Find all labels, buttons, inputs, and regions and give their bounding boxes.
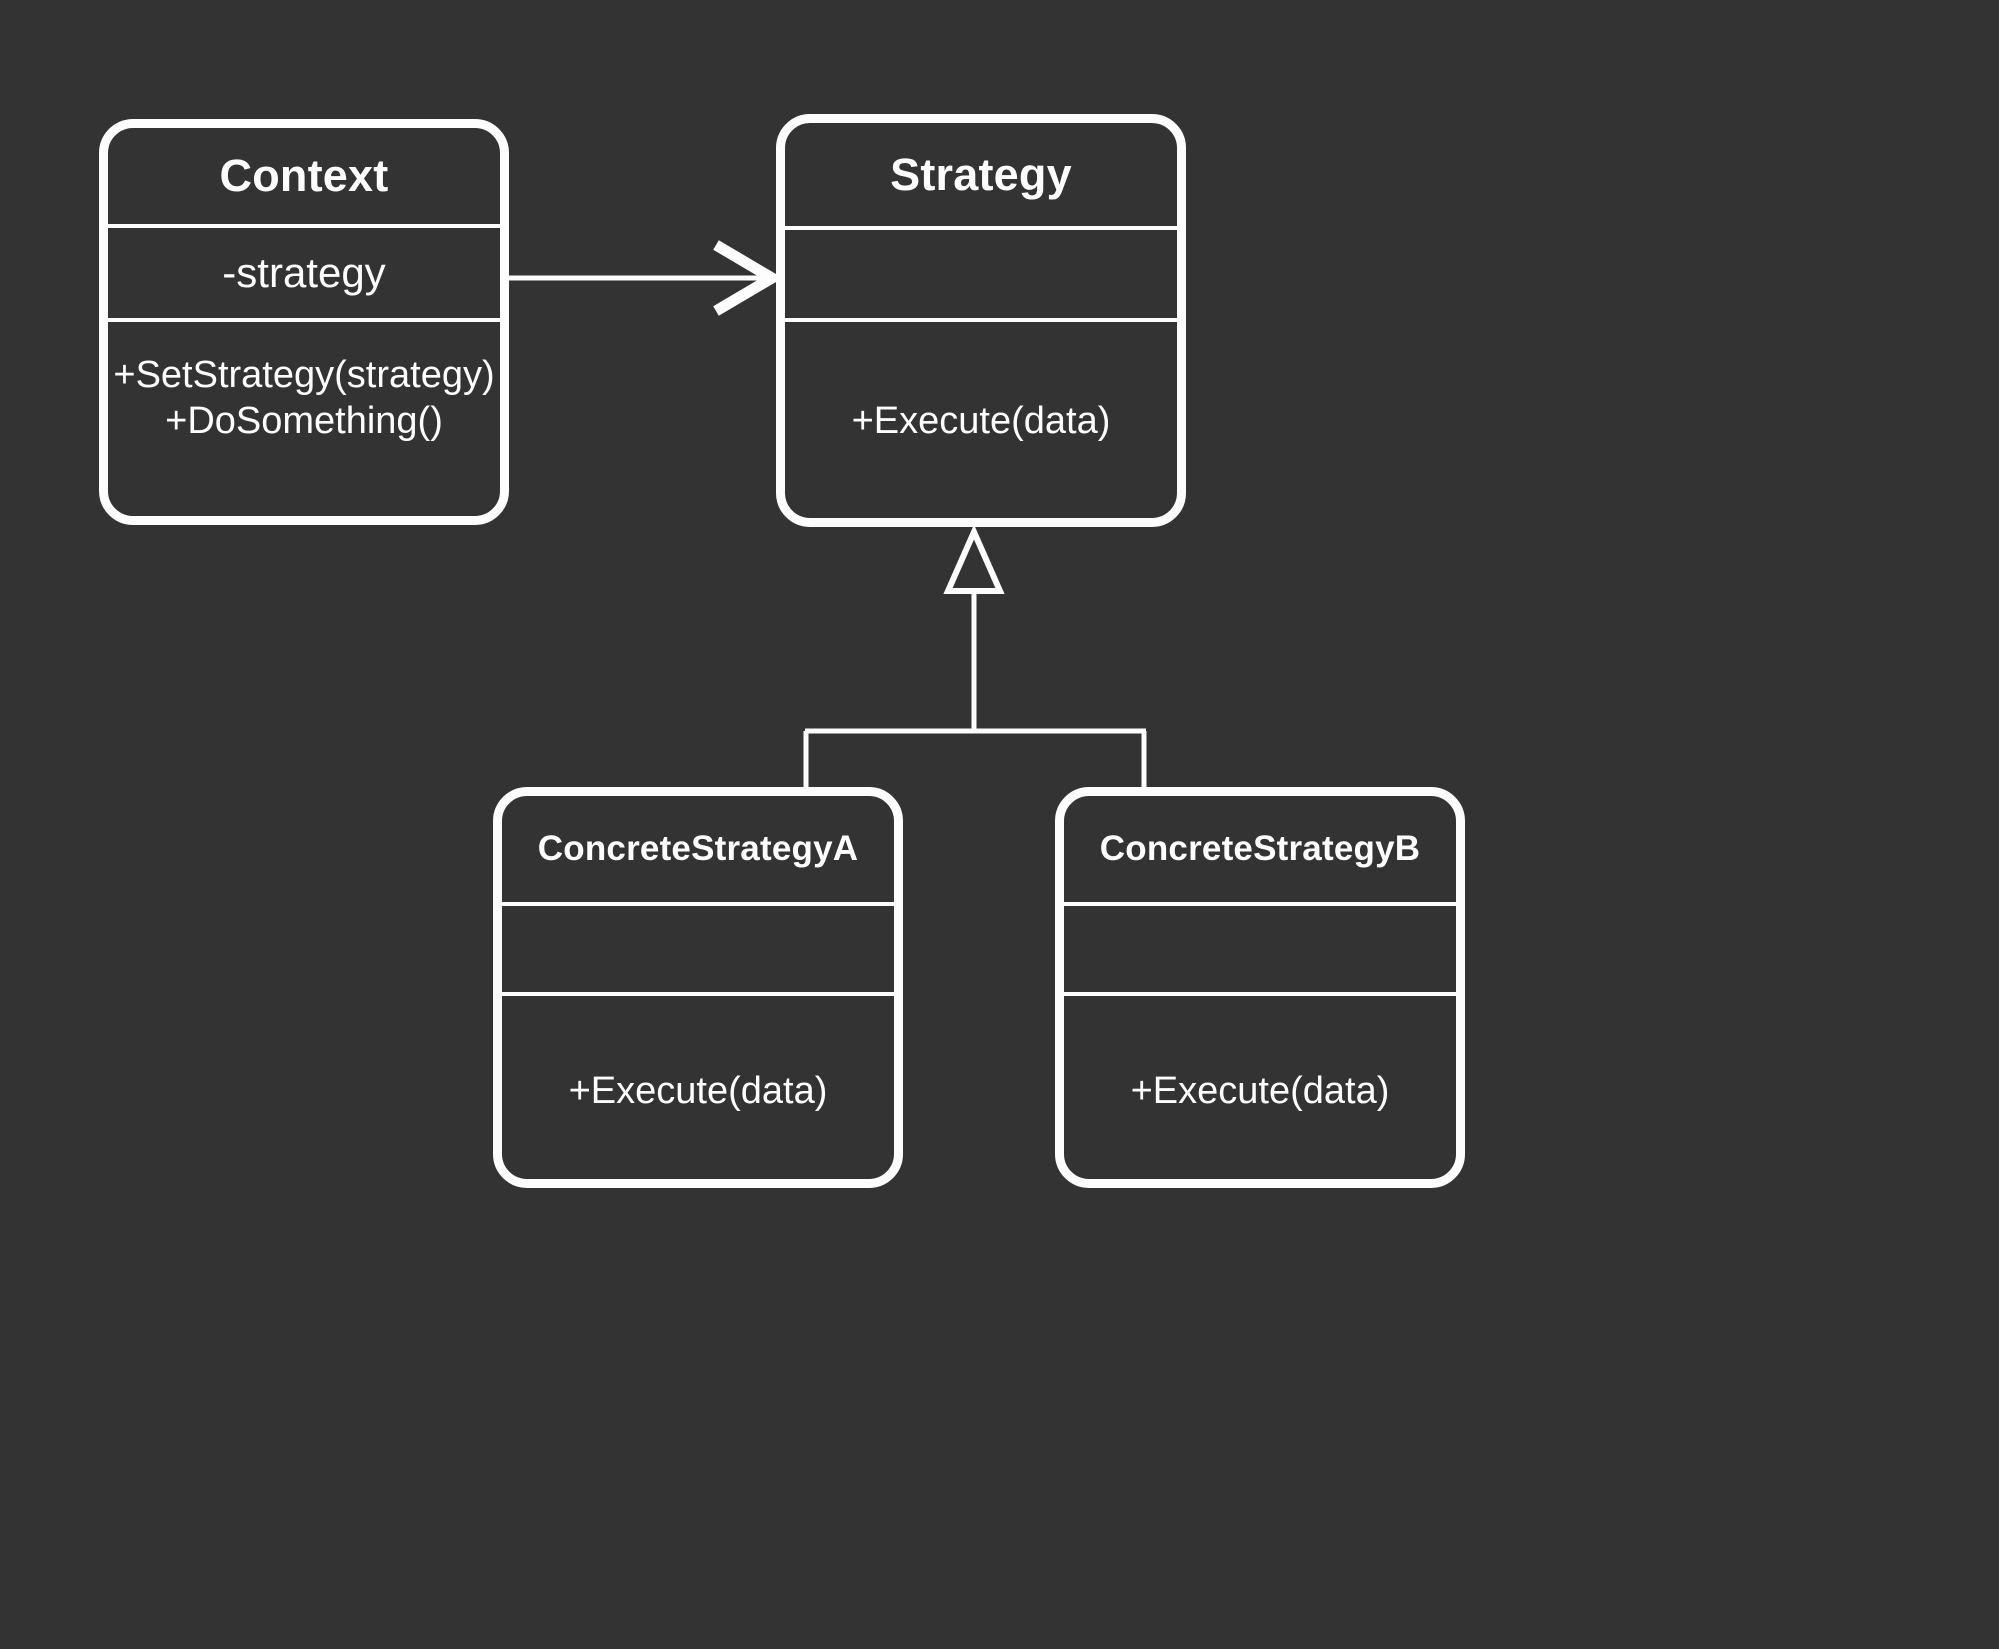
hollow-triangle-arrowhead-icon <box>943 524 1005 594</box>
class-box-context[interactable]: Context -strategy +SetStrategy(strategy)… <box>99 119 509 525</box>
class-name-context: Context <box>219 150 389 201</box>
compartment-divider <box>108 224 500 228</box>
class-attributes-strategy <box>785 230 1177 318</box>
compartment-divider <box>502 992 894 996</box>
edge-context-uses-strategy <box>509 240 783 316</box>
open-arrowhead-icon <box>713 240 783 316</box>
compartment-divider <box>1064 902 1456 906</box>
class-operations-concrete-strategy-a: +Execute(data) <box>502 996 894 1179</box>
compartment-divider <box>108 318 500 322</box>
operations-list-concrete-strategy-b: +Execute(data) <box>1130 1070 1390 1113</box>
class-attributes-concrete-strategy-b <box>1064 906 1456 992</box>
class-attributes-concrete-strategy-a <box>502 906 894 992</box>
compartment-divider <box>785 226 1177 230</box>
class-name-strategy: Strategy <box>890 148 1072 200</box>
operations-list-strategy: +Execute(data) <box>851 400 1111 443</box>
compartment-divider <box>1064 992 1456 996</box>
operations-list-context: +SetStrategy(strategy) +DoSomething() <box>113 354 495 443</box>
compartment-divider <box>785 318 1177 322</box>
class-attributes-context: -strategy <box>222 249 386 296</box>
compartment-divider <box>502 902 894 906</box>
class-operations-concrete-strategy-b: +Execute(data) <box>1064 996 1456 1179</box>
class-box-strategy[interactable]: Strategy +Execute(data) <box>776 114 1186 527</box>
class-box-concrete-strategy-b[interactable]: ConcreteStrategyB +Execute(data) <box>1055 787 1465 1188</box>
class-operations-context: +SetStrategy(strategy) +DoSomething() <box>108 322 500 516</box>
class-name-concrete-strategy-a: ConcreteStrategyA <box>537 829 859 868</box>
class-box-concrete-strategy-a[interactable]: ConcreteStrategyA +Execute(data) <box>493 787 903 1188</box>
operations-list-concrete-strategy-a: +Execute(data) <box>568 1070 828 1113</box>
class-operations-strategy: +Execute(data) <box>785 322 1177 518</box>
class-name-concrete-strategy-b: ConcreteStrategyB <box>1099 829 1421 868</box>
edge-generalization-tree <box>803 524 1147 790</box>
